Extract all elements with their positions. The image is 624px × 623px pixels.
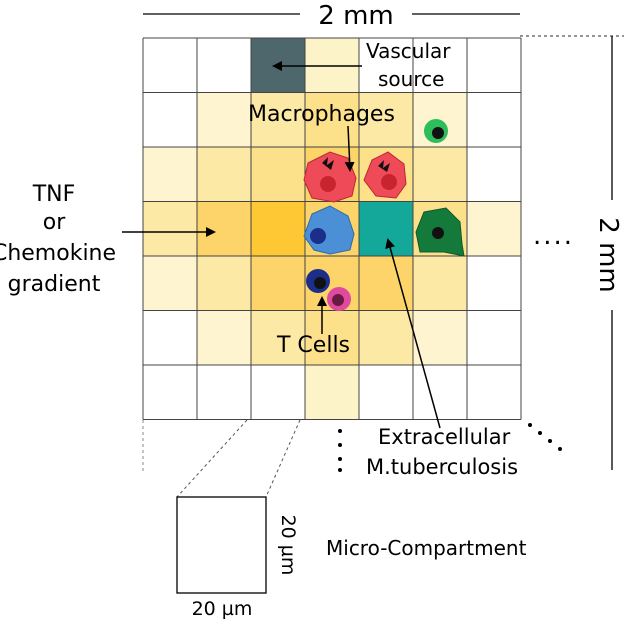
- extracellular-label-2: M.tuberculosis: [366, 455, 518, 479]
- grid-cell: [359, 256, 413, 311]
- grid-cell: [251, 256, 305, 311]
- extracellular-mtb-cell: [359, 201, 413, 256]
- grid-cell: [305, 310, 359, 365]
- grid-cell: [197, 38, 251, 93]
- grid-cell: [143, 38, 197, 93]
- macrophage-red-2: [363, 151, 407, 199]
- tnf-label-4: gradient: [8, 272, 101, 297]
- grid-extension: [142, 35, 624, 472]
- grid-cell: [305, 365, 359, 420]
- micro-compartment-box: [176, 496, 267, 594]
- grid-cell: [413, 310, 467, 365]
- inset-side-label: 20 µm: [277, 515, 299, 576]
- macrophage-red-1: [303, 151, 357, 203]
- grid-lines: [142, 37, 522, 420]
- extracellular-label-1: Extracellular: [378, 425, 511, 449]
- arrows: [122, 61, 441, 429]
- micro-compartment-label: Micro-Compartment: [326, 536, 527, 560]
- grid-cell: [251, 310, 305, 365]
- grid-cell: [143, 201, 197, 256]
- grid-cell: [467, 38, 521, 93]
- grid-cell: [467, 147, 521, 202]
- continuation-dots-down: [338, 429, 342, 472]
- vascular-label-2: source: [378, 67, 444, 91]
- mtb-arrow: [385, 238, 441, 429]
- grid-cell: [143, 92, 197, 147]
- grid-cell: [143, 310, 197, 365]
- grid-cell: [197, 201, 251, 256]
- grid-cell: [197, 256, 251, 311]
- tnf-label-3: Chemokine: [0, 241, 116, 266]
- macrophage-blue: [303, 205, 355, 255]
- grid-cell: [305, 92, 359, 147]
- grid-cell: [467, 365, 521, 420]
- grid-cell: [413, 147, 467, 202]
- grid-cell: [251, 201, 305, 256]
- side-scale-bar: 2 mm: [593, 36, 623, 470]
- grid-cell: [251, 365, 305, 420]
- grid-cell: [197, 310, 251, 365]
- continuation-dots-right: ....: [533, 221, 574, 251]
- grid-cell: [197, 365, 251, 420]
- grid-cell: [467, 92, 521, 147]
- side-scale-label: 2 mm: [593, 217, 623, 292]
- grid-cell: [143, 256, 197, 311]
- grid-cell: [413, 38, 467, 93]
- top-scale-label: 2 mm: [318, 1, 393, 31]
- tnf-label-1: TNF: [32, 182, 76, 207]
- macrophages-label: Macrophages: [248, 102, 395, 127]
- grid-cell: [413, 365, 467, 420]
- grid-cell: [467, 310, 521, 365]
- grid-cell: [143, 147, 197, 202]
- tcell-blue: [306, 269, 330, 293]
- grid-cell: [197, 147, 251, 202]
- top-scale-bar: 2 mm: [143, 1, 520, 31]
- grid-cell: [197, 92, 251, 147]
- grid-cell: [413, 256, 467, 311]
- tcell-pink: [327, 287, 351, 311]
- grid-cell: [467, 201, 521, 256]
- grid-cell: [359, 92, 413, 147]
- macrophage-green: [415, 207, 465, 257]
- tcells-label: T Cells: [276, 333, 350, 358]
- grid-cell: [467, 256, 521, 311]
- grid-cell: [359, 365, 413, 420]
- grid-cell: [359, 310, 413, 365]
- continuation-dots-diagonal: [528, 423, 562, 451]
- vascular-label-1: Vascular: [366, 39, 451, 63]
- inset-bottom-label: 20 µm: [192, 598, 253, 620]
- grid-cell: [143, 365, 197, 420]
- tcell-green: [424, 119, 448, 143]
- tnf-label-2: or: [43, 210, 66, 235]
- macrophage-arrow: [344, 125, 355, 172]
- grid-cell: [359, 38, 413, 93]
- inset-projection: [176, 419, 301, 498]
- grid-cell: [251, 92, 305, 147]
- grid-cell: [251, 147, 305, 202]
